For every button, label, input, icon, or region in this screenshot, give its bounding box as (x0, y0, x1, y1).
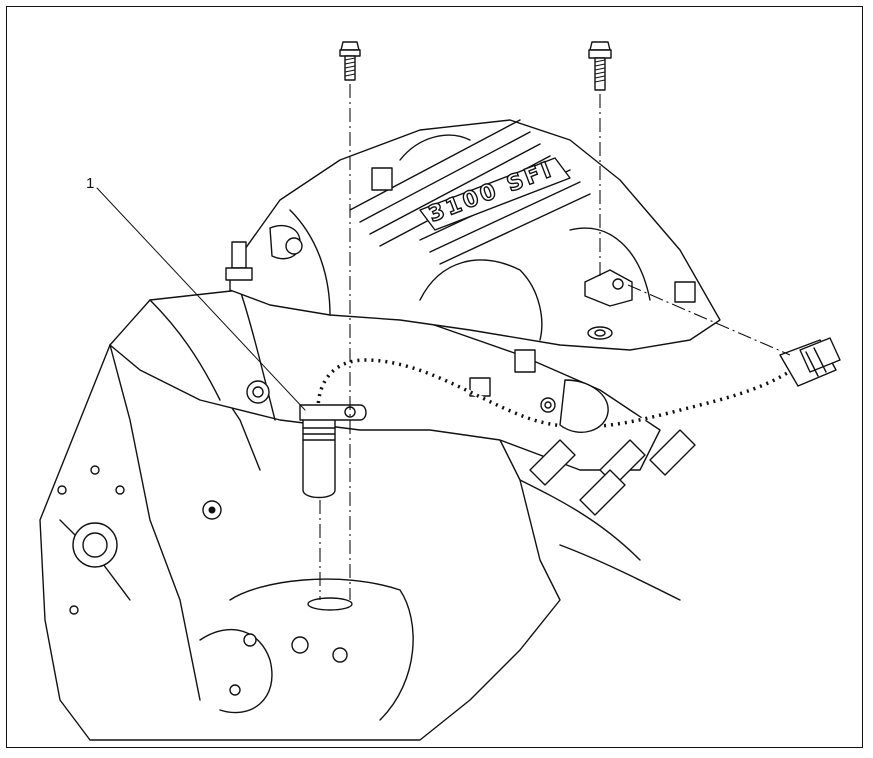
harness-bracket (584, 269, 633, 307)
wiring-harness (316, 358, 796, 429)
bolt-right (588, 41, 612, 91)
harness-connector (779, 337, 841, 387)
installation-centerlines (319, 84, 791, 600)
callout-1-label: 1 (86, 175, 94, 192)
spark-plug-boots (519, 379, 696, 601)
bolt-left (339, 41, 361, 81)
callout-1-leader (96, 187, 306, 411)
